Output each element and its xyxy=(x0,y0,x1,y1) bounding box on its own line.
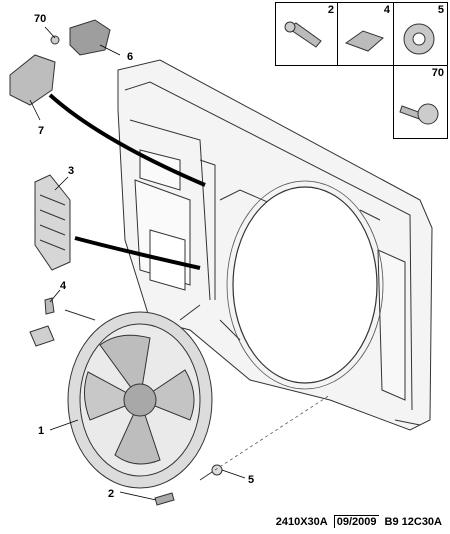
fan-hub xyxy=(123,383,157,417)
leader-3 xyxy=(74,236,201,270)
ref-number-4: 4 xyxy=(383,4,390,16)
ref-number-70: 70 xyxy=(431,67,444,79)
callout-1: 1 xyxy=(38,425,44,437)
callout-5: 5 xyxy=(248,474,254,486)
callout-7: 7 xyxy=(38,125,44,137)
air-guide xyxy=(34,174,71,271)
tapping-screw-icon xyxy=(399,103,439,125)
leader-dash xyxy=(214,394,331,471)
ref-number-2: 2 xyxy=(327,4,334,16)
ref-box-grommet: 5 xyxy=(393,2,448,66)
screw-icon xyxy=(284,21,322,48)
fan-opening xyxy=(232,186,378,384)
callout-2: 2 xyxy=(108,488,114,500)
ref-box-screw: 2 xyxy=(275,2,338,66)
fan-assembly xyxy=(64,304,216,489)
radiator-support-frame xyxy=(117,59,433,431)
diagram-date: 09/2009 xyxy=(333,515,379,528)
callout-3: 3 xyxy=(68,165,74,177)
ref-box-clip: 4 xyxy=(337,2,394,66)
callout-6: 6 xyxy=(127,51,133,63)
diagram-code: 2410X30A xyxy=(275,515,328,528)
ref-box-tapping-screw: 70 xyxy=(393,65,448,139)
leader-7 xyxy=(48,93,206,187)
diagram-footer: 2410X30A 09/2009 B9 12C30A xyxy=(276,515,442,528)
callout-70: 70 xyxy=(34,13,46,25)
clip-icon xyxy=(344,30,384,52)
diagram-reference: B9 12C30A xyxy=(384,515,442,528)
grommet-icon xyxy=(403,23,435,55)
callout-4: 4 xyxy=(60,280,67,292)
ref-number-5: 5 xyxy=(437,4,444,16)
